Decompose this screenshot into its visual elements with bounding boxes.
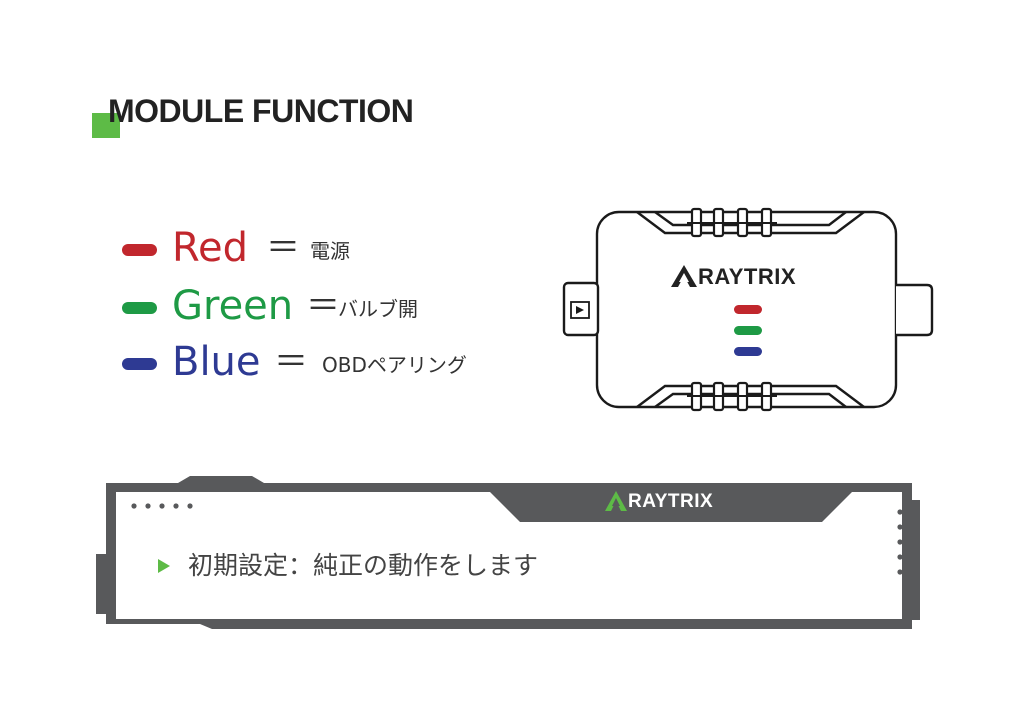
equals-sign: ＝ [274,342,308,382]
equals-sign: ＝ [306,286,340,326]
page-title: MODULE FUNCTION [108,93,414,129]
panel-description: 初期設定：純正の動作をします [188,551,539,580]
legend-color-name: Blue [172,339,261,385]
device-green-led [734,326,762,335]
info-panel [92,474,937,634]
title-accent-fill [92,113,120,138]
bullet-arrow-icon [157,558,171,574]
device-blue-led [734,347,762,356]
legend-color-name: Green [172,283,294,329]
device-brand-text: RAYTRIX [698,264,797,289]
legend-description: 電源 [310,239,350,263]
brand-mark-icon [605,491,627,511]
panel-frame [96,476,920,629]
panel-brand-logo: RAYTRIX [604,490,744,514]
legend-description: バルブ開 [338,297,418,321]
legend-color-name: Red [172,225,248,271]
legend-description: OBDペアリング [322,353,467,377]
equals-sign: ＝ [266,228,300,268]
brand-mark-icon [671,265,697,287]
device-brand-logo: RAYTRIX [670,264,830,289]
green-pill-icon [122,302,157,314]
title-accent-square [92,113,120,138]
blue-pill-icon [122,358,157,370]
panel-brand-text: RAYTRIX [628,491,714,512]
device-red-led [734,305,762,314]
red-pill-icon [122,244,157,256]
